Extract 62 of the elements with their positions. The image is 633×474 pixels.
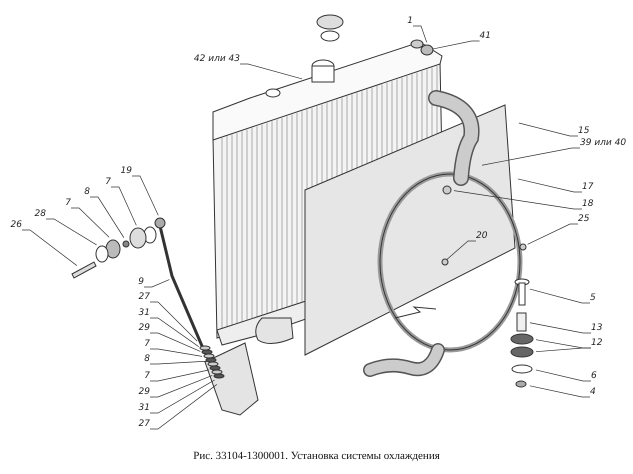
leader-line <box>70 208 110 238</box>
callout-number: 4 <box>590 387 596 398</box>
callout-number: 8 <box>84 187 90 198</box>
callout-number: 7 <box>65 198 71 209</box>
callout-number: 7 <box>105 177 111 188</box>
leader-line <box>536 348 592 352</box>
callout-number: 31 <box>138 403 150 414</box>
leader-line <box>530 288 590 304</box>
leader-line <box>412 26 428 43</box>
figure-caption: Рис. 33104-1300001. Установка системы охлаждения <box>193 450 440 462</box>
leader-line <box>454 190 582 210</box>
callout-number: 27 <box>138 292 150 303</box>
callout-number: 26 <box>10 220 22 231</box>
callout-number: 18 <box>582 199 594 210</box>
leader-line <box>150 332 201 352</box>
callout-number: 20 <box>476 231 488 242</box>
callout-number: 29 <box>138 323 150 334</box>
leader-line <box>22 230 78 266</box>
leader-line <box>518 122 578 136</box>
leader-line <box>132 176 159 216</box>
callout-number: 41 <box>480 31 491 42</box>
leader-line <box>150 348 202 357</box>
leader-line <box>150 360 206 364</box>
leader-line <box>530 385 590 398</box>
callout-number: 29 <box>138 387 150 398</box>
callout-number: 15 <box>578 126 590 137</box>
leader-line <box>530 322 592 334</box>
callout-number: 39 или 40 <box>580 138 626 149</box>
leader-line <box>90 196 124 238</box>
leader-line <box>527 224 578 245</box>
leader-line <box>482 148 580 166</box>
callout-number: 12 <box>591 338 602 349</box>
leader-line <box>150 384 218 430</box>
callout-number: 5 <box>590 293 596 304</box>
leader-line <box>432 40 480 50</box>
callout-number: 7 <box>144 339 150 350</box>
leader-line <box>150 318 200 348</box>
callout-number: 25 <box>578 214 590 225</box>
leader-line <box>446 240 476 260</box>
callout-number: 9 <box>138 277 144 288</box>
callout-number: 1 <box>407 16 413 27</box>
leader-line <box>240 64 302 80</box>
callout-number: 31 <box>138 308 150 319</box>
callout-number: 42 или 43 <box>194 54 240 65</box>
callout-number: 28 <box>34 209 46 220</box>
callout-number: 8 <box>144 354 150 365</box>
leader-line <box>536 370 592 382</box>
radiator-assembly-drawing <box>71 14 534 416</box>
leader-line <box>110 186 137 226</box>
leader-line <box>150 302 198 342</box>
callout-number: 19 <box>120 166 132 177</box>
leader-line <box>518 178 582 192</box>
callout-number: 7 <box>144 371 150 382</box>
callout-number: 13 <box>591 323 602 334</box>
leader-line <box>150 380 215 414</box>
leader-line <box>144 279 170 288</box>
leader-line <box>46 218 97 246</box>
callout-number: 17 <box>582 182 594 193</box>
callout-number: 6 <box>591 371 597 382</box>
leader-line <box>150 370 210 382</box>
callout-number: 27 <box>138 419 150 430</box>
leader-line <box>150 375 213 398</box>
